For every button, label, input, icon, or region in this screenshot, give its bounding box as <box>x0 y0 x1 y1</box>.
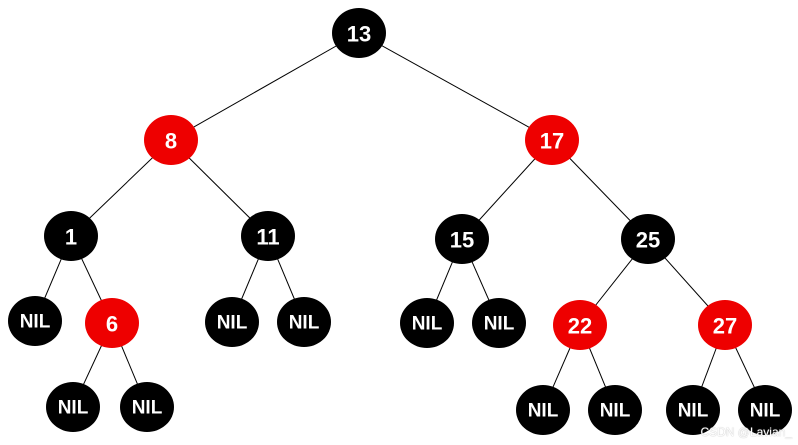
node-label: NIL <box>289 313 320 334</box>
edge-n13-n17 <box>358 32 553 141</box>
node-label: 11 <box>256 225 279 250</box>
tree-node-nil11: NIL <box>738 385 792 435</box>
node-circle <box>435 214 489 264</box>
tree-node-n8: 8 <box>144 115 198 165</box>
node-circle <box>553 300 607 350</box>
tree-node-nil10: NIL <box>666 385 720 435</box>
node-circle <box>666 385 720 435</box>
node-circle <box>621 214 675 264</box>
node-circle <box>120 382 174 432</box>
tree-node-nil9: NIL <box>588 385 642 435</box>
node-label: NIL <box>412 314 443 335</box>
node-circle <box>85 298 139 348</box>
tree-node-nil6: NIL <box>46 382 100 432</box>
node-circle <box>277 297 331 347</box>
tree-node-nil8: NIL <box>516 385 570 435</box>
node-label: 22 <box>568 314 592 339</box>
edge-n13-n8 <box>170 32 360 141</box>
node-label: 8 <box>165 129 177 154</box>
node-label: NIL <box>20 312 51 333</box>
node-label: NIL <box>600 401 631 422</box>
node-circle <box>8 296 62 346</box>
node-label: 6 <box>106 312 118 337</box>
tree-node-nil5: NIL <box>472 298 526 348</box>
node-label: NIL <box>528 401 559 422</box>
node-label: NIL <box>678 401 709 422</box>
tree-node-nil1: NIL <box>8 296 62 346</box>
node-label: NIL <box>58 398 89 419</box>
node-label: 27 <box>713 314 737 339</box>
node-label: NIL <box>750 401 781 422</box>
node-label: NIL <box>132 398 163 419</box>
node-circle <box>525 115 579 165</box>
tree-node-n13: 13 <box>332 8 386 58</box>
node-circle <box>205 297 259 347</box>
node-circle <box>698 300 752 350</box>
node-label: NIL <box>217 313 248 334</box>
node-circle <box>588 385 642 435</box>
tree-node-n11: 11 <box>241 211 295 261</box>
tree-node-nil2: NIL <box>205 297 259 347</box>
tree-node-n17: 17 <box>525 115 579 165</box>
watermark: CSDN @Lavian_ <box>700 425 792 439</box>
tree-node-nil7: NIL <box>120 382 174 432</box>
tree-node-n27: 27 <box>698 300 752 350</box>
tree-node-n1: 1 <box>44 211 98 261</box>
node-label: 15 <box>450 228 474 253</box>
tree-node-n25: 25 <box>621 214 675 264</box>
node-circle <box>332 8 386 58</box>
node-circle <box>738 385 792 435</box>
node-circle <box>241 211 295 261</box>
tree-node-nil4: NIL <box>400 298 454 348</box>
tree-node-nil3: NIL <box>277 297 331 347</box>
tree-node-n15: 15 <box>435 214 489 264</box>
node-label: NIL <box>484 314 515 335</box>
node-circle <box>472 298 526 348</box>
tree-node-n6: 6 <box>85 298 139 348</box>
node-label: 25 <box>636 228 660 253</box>
node-label: 13 <box>347 22 371 47</box>
node-circle <box>46 382 100 432</box>
node-label: 17 <box>540 129 564 154</box>
node-circle <box>400 298 454 348</box>
node-label: 1 <box>65 225 77 250</box>
node-circle <box>144 115 198 165</box>
tree-node-n22: 22 <box>553 300 607 350</box>
node-circle <box>516 385 570 435</box>
node-circle <box>44 211 98 261</box>
